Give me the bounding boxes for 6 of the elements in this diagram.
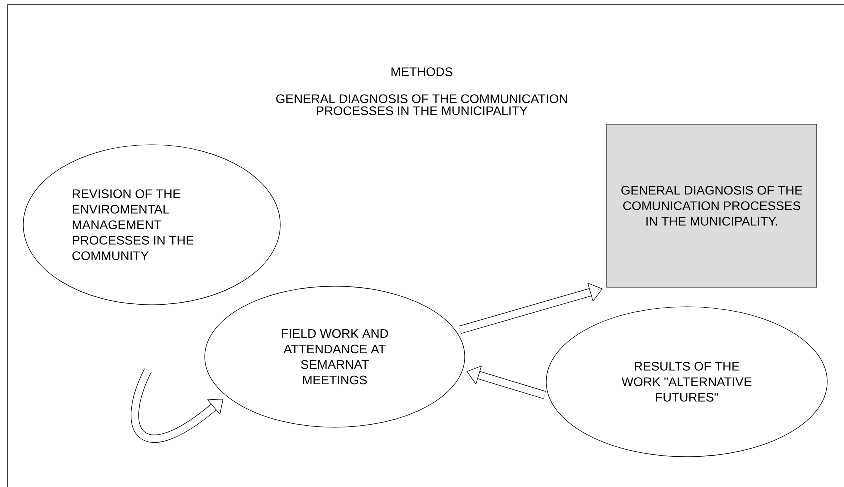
result-box: GENERAL DIAGNOSIS OF THE COMUNICATION PROCESSES IN THE MUNICIPALITY. bbox=[606, 124, 818, 288]
block-arrow bbox=[459, 282, 603, 334]
title: METHODS bbox=[392, 68, 453, 76]
subtitle: GENERAL DIAGNOSIS OF THE COMMUNICATION PROCESSES IN THE MUNICIPALITY bbox=[276, 94, 568, 116]
curved-arrow bbox=[131, 368, 224, 443]
block-arrow bbox=[466, 366, 546, 400]
